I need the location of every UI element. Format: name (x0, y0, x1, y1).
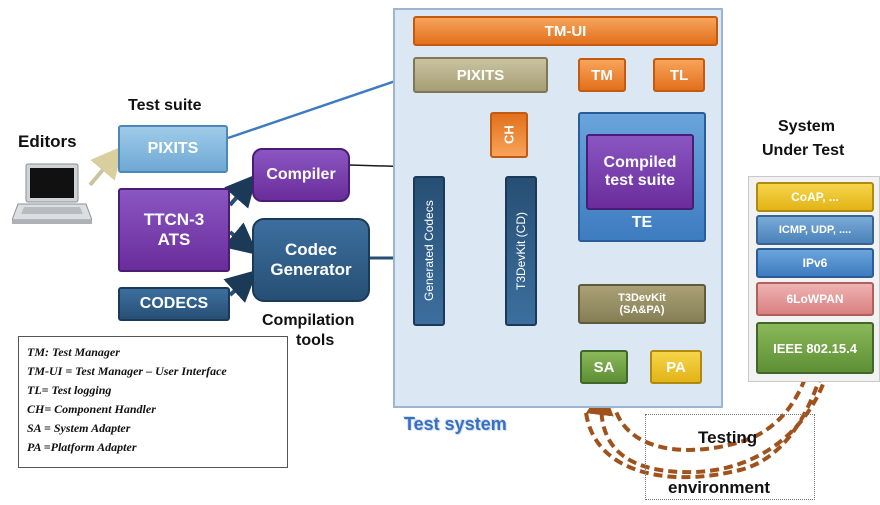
pixits-box[interactable]: PIXITS (118, 125, 228, 173)
editors-to-pixits-arrow (88, 145, 124, 187)
t3devkit-cd-box[interactable]: T3DevKit (CD) (505, 176, 537, 326)
generator-label: Generator (270, 260, 352, 279)
tm-box[interactable]: TM (578, 58, 626, 92)
editors-label: Editors (18, 132, 77, 151)
test-system-label: Test system (404, 414, 507, 434)
legend-item-tm-ui: TM-UI = Test Manager – User Interface (27, 364, 227, 378)
sut-layer-6lowpan[interactable]: 6LoWPAN (756, 282, 874, 316)
pa-box[interactable]: PA (650, 350, 702, 384)
legend-item-ch: CH= Component Handler (27, 402, 156, 416)
te-label: TE (631, 214, 653, 231)
testing-curve-return (585, 329, 837, 475)
ttcn3-to-compiler-arrow (224, 173, 258, 209)
legend: TM: Test Manager TM-UI = Test Manager – … (18, 336, 288, 468)
test-suite-inner-label: test suite (604, 172, 676, 189)
sut-layer-coap[interactable]: CoAP, ... (756, 182, 874, 212)
ttcn3-to-codec-gen-arrow (223, 222, 259, 256)
codec-generator-box[interactable]: Codec Generator (252, 218, 370, 302)
legend-item-pa: PA =Platform Adapter (27, 440, 137, 454)
sut-layer-ieee802154[interactable]: IEEE 802.15.4 (756, 322, 874, 374)
sut-layer-icmp-udp[interactable]: ICMP, UDP, .... (756, 215, 874, 245)
sapa-label: (SA&PA) (619, 304, 665, 316)
compiled-test-suite-box[interactable]: Compiled test suite (586, 134, 694, 210)
sut-label-line1: System (778, 118, 835, 135)
generated-codecs-box[interactable]: Generated Codecs (413, 176, 445, 326)
sa-box[interactable]: SA (580, 350, 628, 384)
ttcn3-label: TTCN-3 (143, 210, 205, 229)
codecs-box[interactable]: CODECS (118, 287, 230, 321)
legend-item-sa: SA = System Adapter (27, 421, 131, 435)
sut-label-line2: Under Test (762, 142, 845, 159)
ch-box[interactable]: CH (490, 112, 528, 158)
test-suite-label: Test suite (128, 97, 202, 114)
test-system-pixits-box[interactable]: PIXITS (413, 57, 548, 93)
codec-label: Codec (285, 240, 337, 259)
testing-curve-inner (609, 308, 831, 452)
sut-layer-ipv6[interactable]: IPv6 (756, 248, 874, 278)
legend-item-tm: TM: Test Manager (27, 345, 120, 359)
codecs-to-codec-gen-arrow (223, 269, 258, 303)
t3devkit-sapa-label: T3DevKit (618, 292, 666, 304)
t3devkit-sapa-box[interactable]: T3DevKit (SA&PA) (578, 284, 706, 324)
tl-box[interactable]: TL (653, 58, 705, 92)
testing-environment-frame (645, 414, 815, 500)
pixits-link-line (227, 70, 418, 140)
laptop-icon (12, 163, 92, 224)
compiler-box[interactable]: Compiler (252, 148, 350, 202)
compiled-label: Compiled (603, 154, 677, 171)
tm-ui-box[interactable]: TM-UI (413, 16, 718, 46)
testing-label: Testing (698, 428, 758, 447)
ats-label: ATS (157, 230, 191, 249)
ttcn3-ats-box[interactable]: TTCN-3 ATS (118, 188, 230, 272)
environment-label: environment (668, 478, 771, 497)
compilation-tools-label-line1: Compilation (262, 312, 355, 329)
legend-item-tl: TL= Test logging (27, 383, 112, 397)
testing-curve-outer (583, 217, 858, 480)
compilation-tools-label-line2: tools (296, 332, 335, 349)
